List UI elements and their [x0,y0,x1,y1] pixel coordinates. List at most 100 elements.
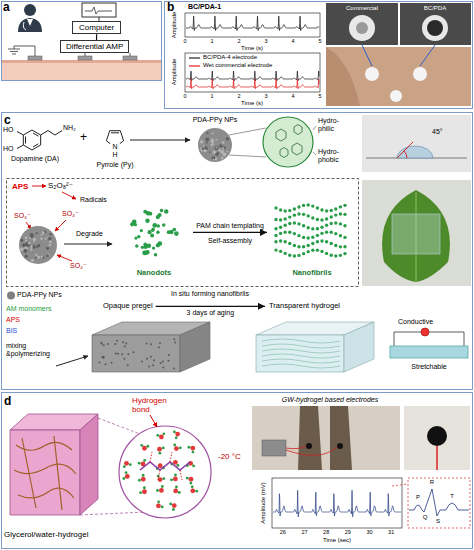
photo-commercial [326,3,398,45]
nanofibrils [307,250,310,253]
edge-label: 3 days of aging [187,309,234,317]
nanoparticle-cluster [205,146,207,148]
nanofibrils [288,215,291,218]
nanodots [134,236,137,239]
nanodots [140,229,143,232]
nanofibrils [288,222,291,225]
label: Degrade [76,230,103,238]
pregel-particles [105,363,107,365]
monitor-icon [82,3,116,17]
nanofibrils [302,213,305,216]
label: S [436,518,440,525]
water-molecules [173,477,178,482]
nanoparticle-cluster [46,254,49,257]
nanoparticle-cluster [211,132,213,134]
label: Pyrrole (Py) [97,161,134,169]
nanofibrils [320,218,323,221]
hydrogel-fibrils [262,344,340,348]
nanoparticle-cluster [206,132,208,134]
electrode-photo [252,406,400,470]
hydrogel-fibrils [262,349,340,353]
label: P [416,494,420,501]
nanoparticle-cluster [35,254,37,256]
label: NH₂ [63,124,76,132]
node-box: Computer [72,21,121,34]
pregel-particles [103,357,105,359]
lead-wires [85,53,86,56]
opaque-slab [92,335,180,372]
water-molecules [186,477,189,480]
circuit [421,328,429,336]
pregel-particles [127,364,129,366]
water-molecules [174,474,177,477]
nanofibrils [297,205,300,208]
zoom-dashes [98,418,140,434]
nanoparticle-cluster [222,147,224,149]
nanofibrils [274,203,346,257]
nanofibrils [279,218,282,221]
pregel-particles [117,353,119,355]
water-molecules [156,503,161,508]
nanoparticle-cluster [203,145,205,147]
nanoparticle-cluster [25,236,28,239]
electrode-closeup [404,406,470,470]
label: Time (sec) [323,537,351,544]
electrode-closeup [436,446,438,470]
photo-commercial [326,3,398,45]
nanoparticle-cluster [40,238,42,240]
doctor-icon [24,4,36,16]
nanofibrils [302,245,305,248]
nanodots [160,209,164,213]
nanoparticle-cluster [48,237,51,240]
nanoparticle-cluster [28,242,30,244]
pyrrole-structure [111,132,119,133]
pregel-particles [153,359,155,361]
water-molecules [189,477,194,482]
nanodots [135,244,138,247]
label: Amplitude [171,12,178,39]
panel-frames [2,2,162,81]
label: 4 [291,93,294,99]
nanoparticle-cluster [25,255,28,258]
nanoparticle-cluster [226,137,229,140]
ecg-trace [273,490,401,516]
nanoparticle-cluster [217,152,219,154]
nanoparticle-cluster [30,245,33,248]
nanofibrils [343,213,346,216]
hydrogel-cube [80,414,98,515]
nanodots [173,228,177,232]
transparent-slab [256,322,374,372]
label: 27 [301,529,307,535]
hydrogel-fibrils [262,339,340,368]
node-box: Differential AMP [60,40,129,53]
nanofibrils [325,223,328,226]
lead-wires [12,54,16,55]
photo-body [390,90,402,102]
nanoparticle-cluster [25,243,29,247]
monitor-icon [82,3,116,21]
water-molecules [138,462,141,465]
nanofibrils [330,209,333,212]
photo-body [326,45,471,106]
nanofibrils [325,209,328,212]
label: APS [12,182,28,191]
label: 2 [237,38,240,44]
water-molecules [188,446,191,449]
photo-body [413,67,427,81]
node-text: Nanodots [137,269,172,278]
water-molecules [162,432,165,435]
node-box: Opaque pregel [100,301,156,312]
nanoparticle-cluster [215,139,217,141]
electrodes [28,56,42,60]
label: BC/PDA [424,5,446,12]
label: 31 [388,529,394,535]
label: -20 °C [218,452,241,461]
nanoparticle-cluster [37,256,40,259]
panel-frames [2,393,473,549]
panel-frames [165,2,473,109]
nanoparticle-cluster [205,147,208,150]
pregel-particles [159,342,161,344]
nanofibrils [274,234,277,237]
nanofibrils [288,231,291,234]
